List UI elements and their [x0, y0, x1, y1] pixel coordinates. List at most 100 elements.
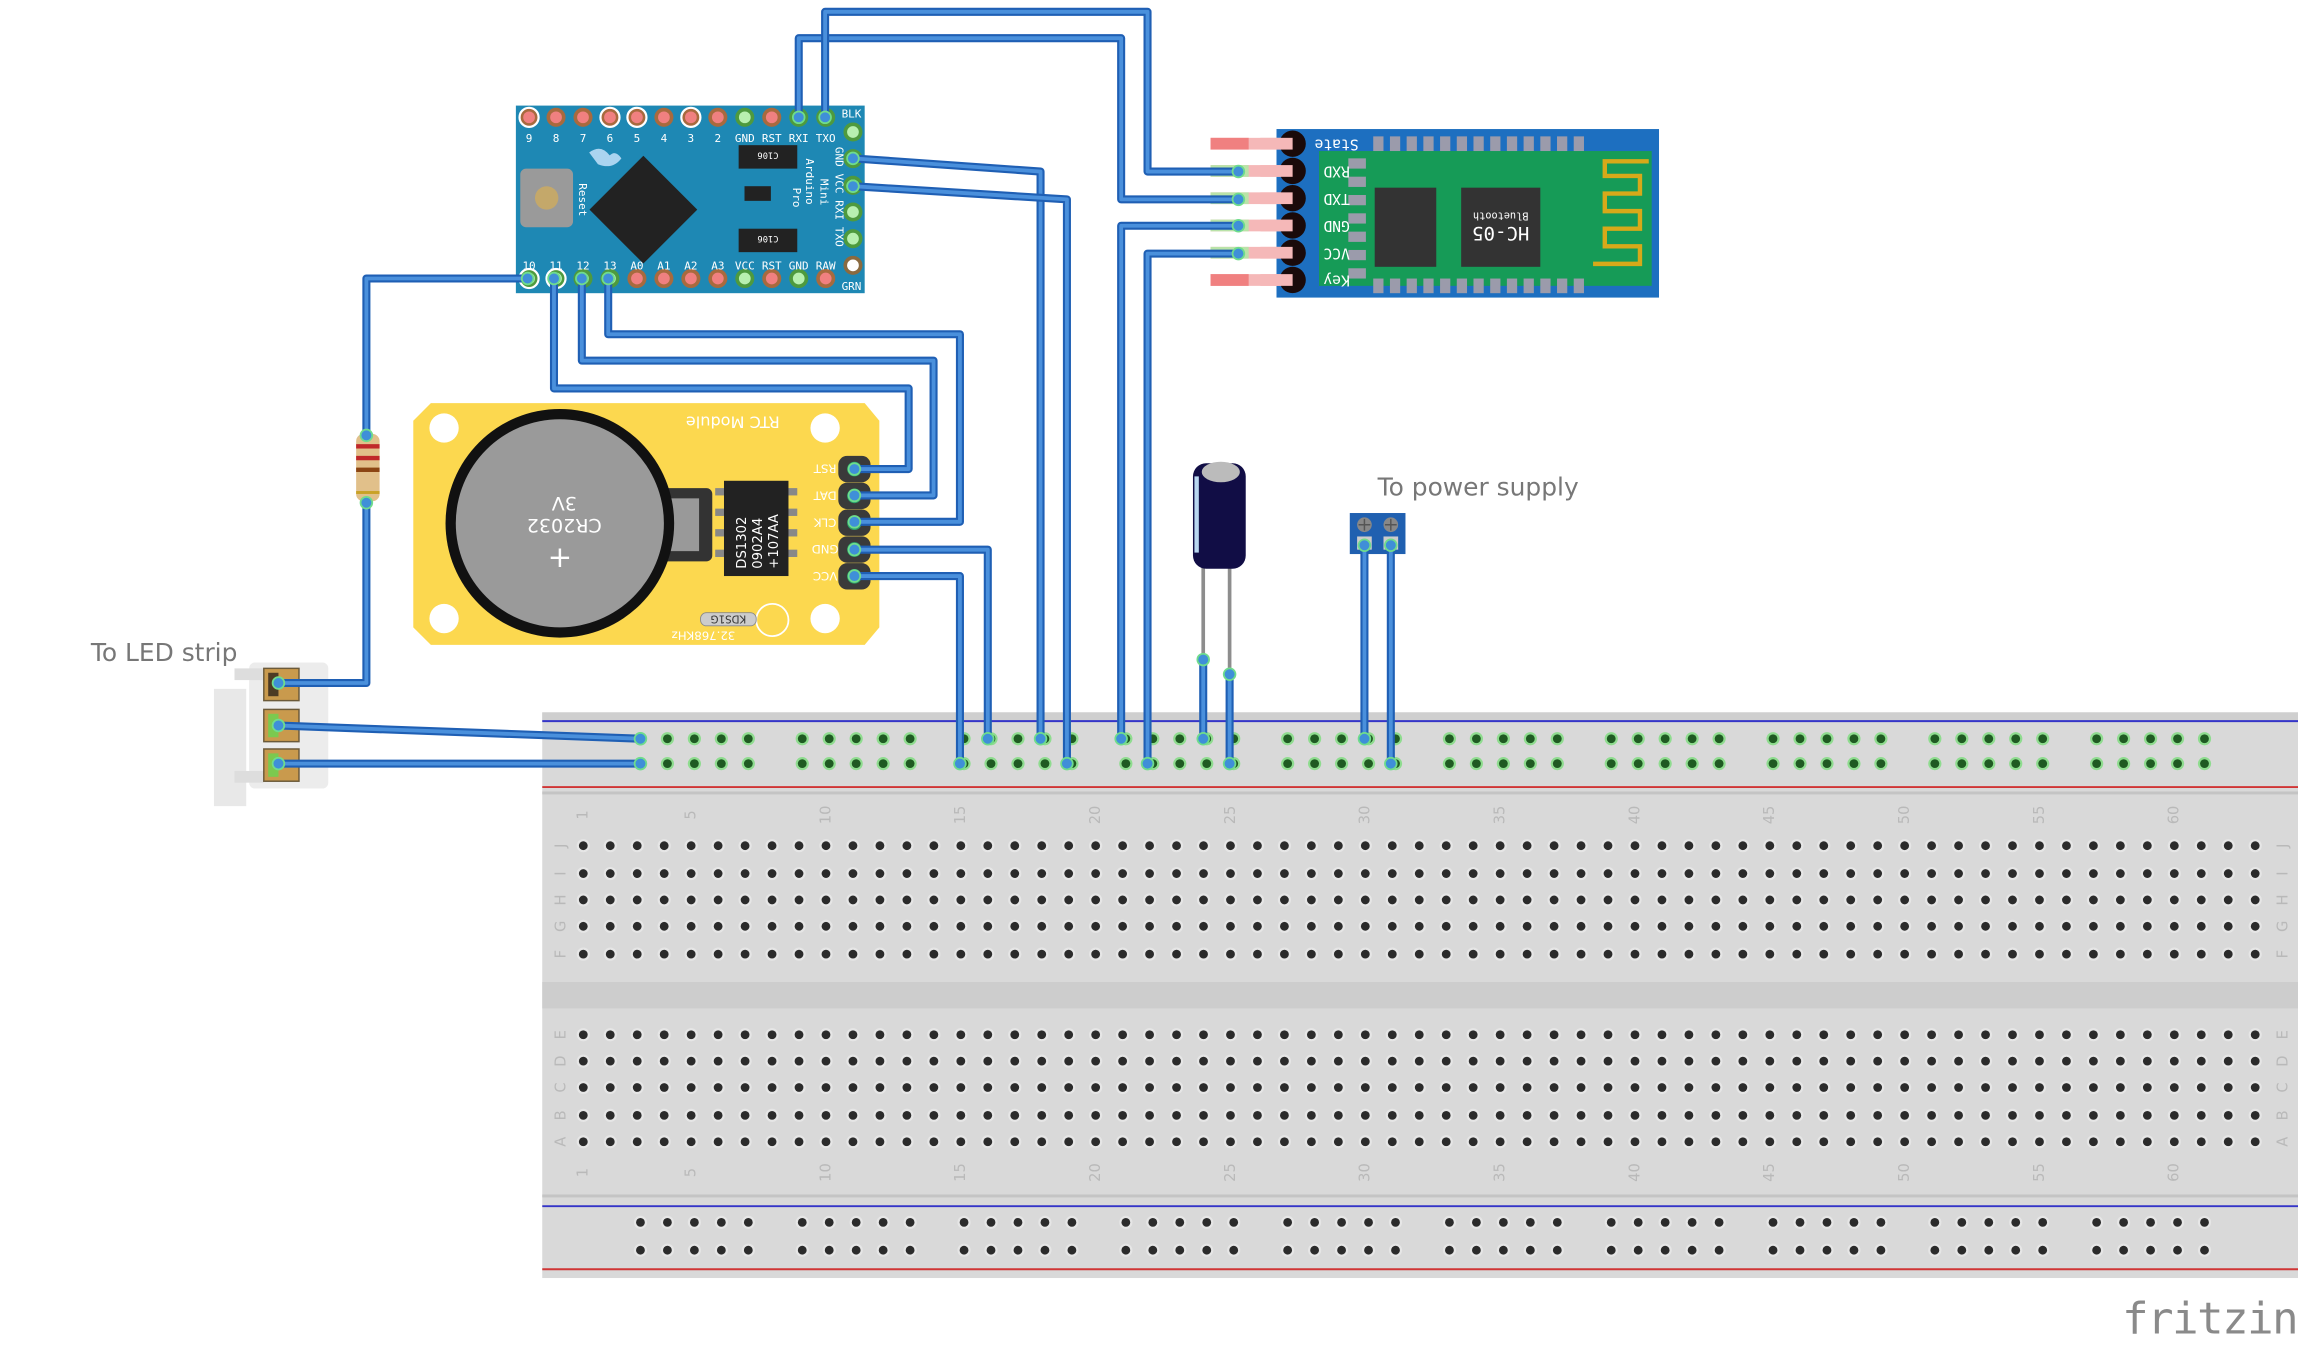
breadboard-hole[interactable] [1468, 1056, 1478, 1066]
breadboard-hole[interactable] [1226, 1030, 1235, 1040]
breadboard-hole[interactable] [1360, 1030, 1370, 1040]
breadboard-hole[interactable] [2035, 921, 2044, 931]
breadboard-hole[interactable] [2196, 921, 2206, 931]
breadboard-hole[interactable] [821, 1137, 831, 1147]
rail-hole[interactable] [878, 734, 888, 744]
rail-hole[interactable] [1310, 1217, 1320, 1227]
rail-hole[interactable] [905, 1245, 915, 1255]
breadboard-hole[interactable] [848, 1137, 858, 1147]
rail-hole[interactable] [1283, 759, 1293, 769]
breadboard-hole[interactable] [1091, 1083, 1101, 1092]
breadboard-hole[interactable] [1441, 949, 1451, 959]
rail-hole[interactable] [1957, 734, 1967, 744]
breadboard-hole[interactable] [1495, 1056, 1505, 1066]
breadboard-hole[interactable] [1738, 1137, 1748, 1147]
breadboard-hole[interactable] [1711, 869, 1721, 878]
breadboard-hole[interactable] [1199, 895, 1208, 905]
breadboard-hole[interactable] [1981, 1083, 1990, 1092]
rail-hole[interactable] [1067, 1245, 1077, 1255]
breadboard-hole[interactable] [794, 1030, 804, 1040]
breadboard-hole[interactable] [1684, 1030, 1694, 1040]
wire-end[interactable] [359, 496, 374, 510]
rail-hole[interactable] [1687, 759, 1697, 769]
rail-hole[interactable] [1714, 759, 1724, 769]
breadboard-hole[interactable] [713, 895, 723, 905]
breadboard-hole[interactable] [1900, 921, 1910, 931]
breadboard-hole[interactable] [2142, 1137, 2152, 1147]
wire-txo-hc05-rxd[interactable] [818, 7, 1246, 179]
breadboard-hole[interactable] [1226, 921, 1235, 931]
breadboard-hole[interactable] [848, 1110, 858, 1120]
breadboard-hole[interactable] [1253, 1030, 1262, 1040]
breadboard-hole[interactable] [956, 1137, 966, 1147]
breadboard-hole[interactable] [1495, 869, 1505, 878]
breadboard-hole[interactable] [1684, 869, 1694, 878]
breadboard-hole[interactable] [2115, 1056, 2125, 1066]
breadboard-hole[interactable] [2035, 841, 2044, 851]
breadboard-hole[interactable] [740, 1137, 750, 1147]
breadboard-hole[interactable] [1576, 1056, 1586, 1066]
breadboard-hole[interactable] [1468, 1110, 1478, 1120]
breadboard-hole[interactable] [1981, 921, 1990, 931]
breadboard-hole[interactable] [713, 869, 723, 878]
wire-end[interactable] [1196, 652, 1210, 667]
breadboard-hole[interactable] [821, 869, 831, 878]
breadboard-hole[interactable] [1846, 1030, 1856, 1040]
breadboard-hole[interactable] [2169, 1110, 2179, 1120]
rail-hole[interactable] [2092, 759, 2102, 769]
breadboard-hole[interactable] [2008, 1030, 2017, 1040]
breadboard-hole[interactable] [1037, 1110, 1047, 1120]
rail-hole[interactable] [1687, 1217, 1697, 1227]
breadboard-hole[interactable] [1441, 895, 1451, 905]
breadboard-hole[interactable] [2035, 1056, 2044, 1066]
rail-hole[interactable] [1876, 734, 1886, 744]
breadboard-hole[interactable] [605, 1110, 615, 1120]
breadboard-hole[interactable] [767, 921, 777, 931]
breadboard-hole[interactable] [1873, 1083, 1883, 1092]
breadboard-hole[interactable] [1765, 949, 1775, 959]
breadboard-hole[interactable] [632, 949, 642, 959]
breadboard-hole[interactable] [1468, 921, 1478, 931]
wire-end[interactable] [1231, 192, 1246, 207]
breadboard-hole[interactable] [1010, 1083, 1020, 1092]
rail-hole[interactable] [689, 1217, 699, 1227]
wire-end[interactable] [1060, 756, 1074, 771]
rail-hole[interactable] [1876, 759, 1886, 769]
rail-hole[interactable] [1984, 734, 1994, 744]
breadboard-hole[interactable] [1468, 841, 1478, 851]
breadboard-hole[interactable] [1091, 1137, 1101, 1147]
breadboard-hole[interactable] [1657, 1030, 1667, 1040]
breadboard-hole[interactable] [740, 921, 750, 931]
breadboard-hole[interactable] [1064, 921, 1074, 931]
breadboard-hole[interactable] [1711, 895, 1721, 905]
breadboard-hole[interactable] [1064, 1083, 1074, 1092]
breadboard-hole[interactable] [1468, 1137, 1478, 1147]
breadboard-hole[interactable] [1468, 869, 1478, 878]
rail-hole[interactable] [1472, 1217, 1481, 1227]
breadboard-hole[interactable] [1522, 895, 1532, 905]
breadboard-hole[interactable] [1199, 841, 1208, 851]
breadboard-hole[interactable] [929, 1056, 939, 1066]
breadboard-hole[interactable] [1792, 1030, 1802, 1040]
breadboard-hole[interactable] [1873, 841, 1883, 851]
breadboard-hole[interactable] [1954, 869, 1963, 878]
rail-hole[interactable] [878, 759, 888, 769]
breadboard-hole[interactable] [1064, 1056, 1074, 1066]
breadboard-hole[interactable] [1468, 895, 1478, 905]
breadboard-hole[interactable] [2250, 1030, 2260, 1040]
breadboard-hole[interactable] [1522, 949, 1532, 959]
breadboard-hole[interactable] [902, 1030, 912, 1040]
breadboard-hole[interactable] [1711, 1030, 1721, 1040]
breadboard-hole[interactable] [1981, 1056, 1990, 1066]
breadboard-hole[interactable] [956, 869, 966, 878]
rail-hole[interactable] [986, 1217, 996, 1227]
rail-hole[interactable] [1364, 759, 1373, 769]
breadboard-hole[interactable] [2223, 869, 2233, 878]
rail-hole[interactable] [2119, 1245, 2128, 1255]
wire-end[interactable] [1114, 731, 1128, 746]
breadboard-hole[interactable] [1630, 1030, 1640, 1040]
rail-hole[interactable] [1768, 734, 1778, 744]
breadboard-hole[interactable] [1253, 869, 1262, 878]
wire-rtc-gnd[interactable] [847, 542, 995, 746]
breadboard-hole[interactable] [1927, 1110, 1937, 1120]
